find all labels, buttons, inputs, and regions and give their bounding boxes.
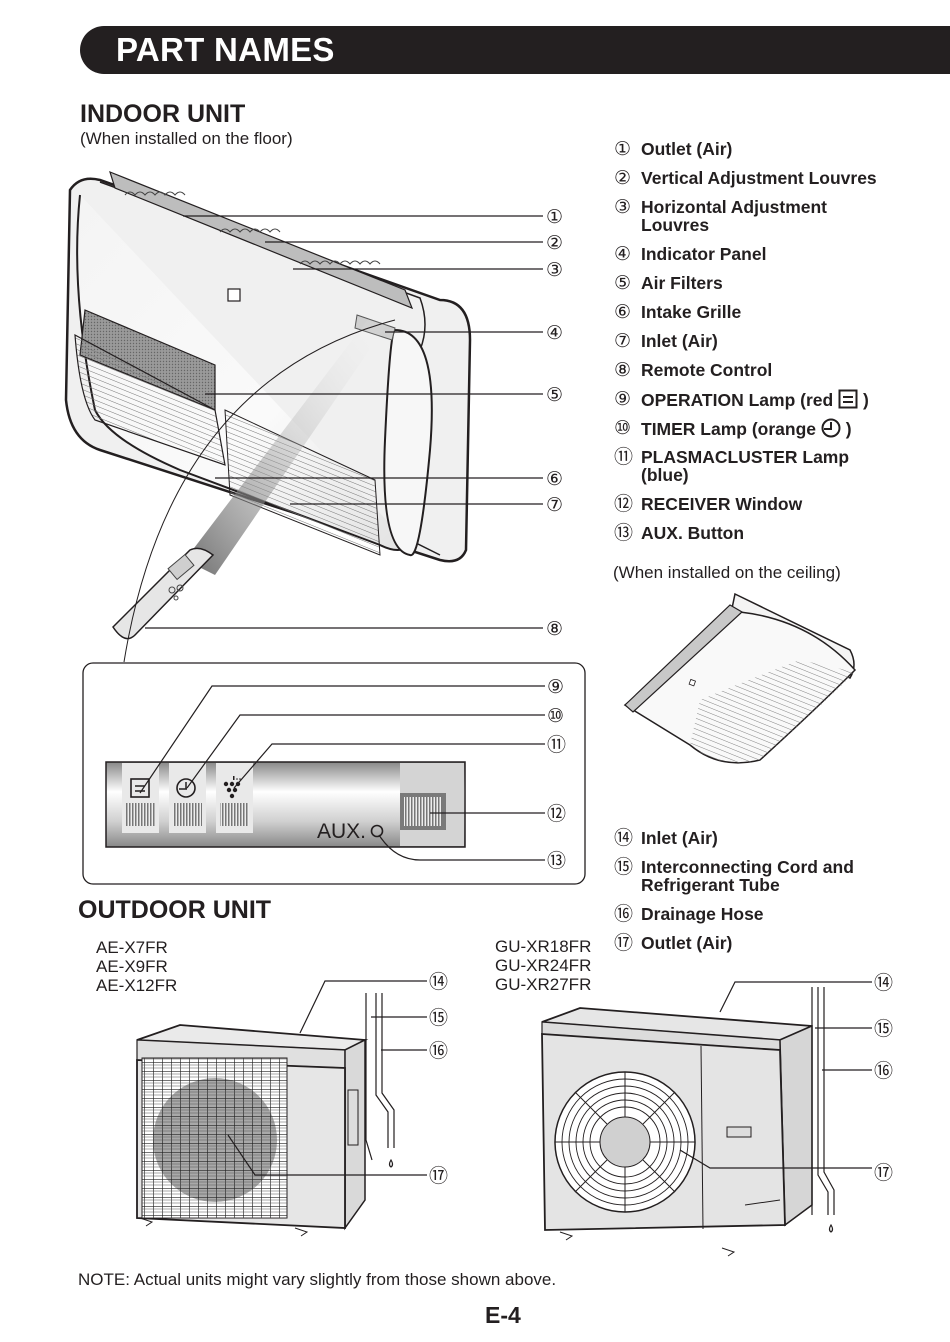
inlet-grille [224,409,381,556]
page-number: E-4 [485,1302,521,1328]
title-banner [80,26,950,74]
callout-16-small: ⑯ [429,1040,448,1062]
fan-grille [142,1058,287,1218]
outdoor-small-pipes [365,993,395,1168]
callout-2: ② [546,233,563,254]
model-list-small: AE-X7FR AE-X9FR AE-X12FR [96,938,178,995]
ceiling-unit-illustration [623,592,857,764]
indoor-unit-subheading: (When installed on the floor) [80,129,293,148]
callout-14-large: ⑭ [874,972,893,994]
callout-9: ⑨ [547,677,564,698]
remote-control [112,547,215,640]
timer-lamp-icon [821,418,841,438]
callout-14-small: ⑭ [429,971,448,993]
outdoor-small-callout-lines [227,980,427,1176]
indoor-callout-lines [145,215,543,629]
callout-15-large: ⑮ [874,1018,893,1040]
outdoor-unit-large-illustration [541,1007,813,1257]
receiver-window [404,797,442,826]
callout-4: ④ [546,323,563,344]
intake-grille [74,333,226,466]
panel-operation-icon [130,778,150,798]
outdoor-unit-small-illustration [136,1024,369,1237]
aux-label: AUX. [317,820,366,843]
callout-3: ③ [546,260,563,281]
operation-lamp-icon [838,389,858,409]
callout-6: ⑥ [546,469,563,490]
ceiling-caption: (When installed on the ceiling) [613,563,841,582]
outdoor-large-callout-lines [679,981,872,1169]
indicator-panel-detail: AUX. ⑨ ⑩ ⑪ ⑫ ⑬ [82,662,586,885]
outdoor-large-pipes [811,987,835,1233]
indoor-unit-body [64,170,472,663]
callout-16-large: ⑯ [874,1060,893,1082]
callout-10: ⑩ [547,706,564,727]
page-title: PART NAMES [116,31,335,68]
panel-timer-icon [176,778,196,798]
callout-1: ① [546,207,563,228]
callout-13: ⑬ [547,850,566,872]
callout-12: ⑫ [547,803,566,825]
lamp-column [122,763,253,833]
callout-17-large: ⑰ [874,1162,893,1184]
aux-button[interactable] [370,824,384,838]
indoor-unit-heading: INDOOR UNIT [80,100,246,128]
callout-5: ⑤ [546,385,563,406]
callout-8: ⑧ [546,619,563,640]
callout-15-small: ⑮ [429,1007,448,1029]
title-banner-rule [880,70,950,74]
model-list-large: GU-XR18FR GU-XR24FR GU-XR27FR [495,937,592,994]
callout-11: ⑪ [547,734,566,756]
callout-7: ⑦ [546,495,563,516]
footnote: NOTE: Actual units might vary slightly f… [78,1270,557,1289]
sensor-window [227,288,241,302]
outdoor-unit-heading: OUTDOOR UNIT [78,896,272,924]
callout-17-small: ⑰ [429,1165,448,1187]
